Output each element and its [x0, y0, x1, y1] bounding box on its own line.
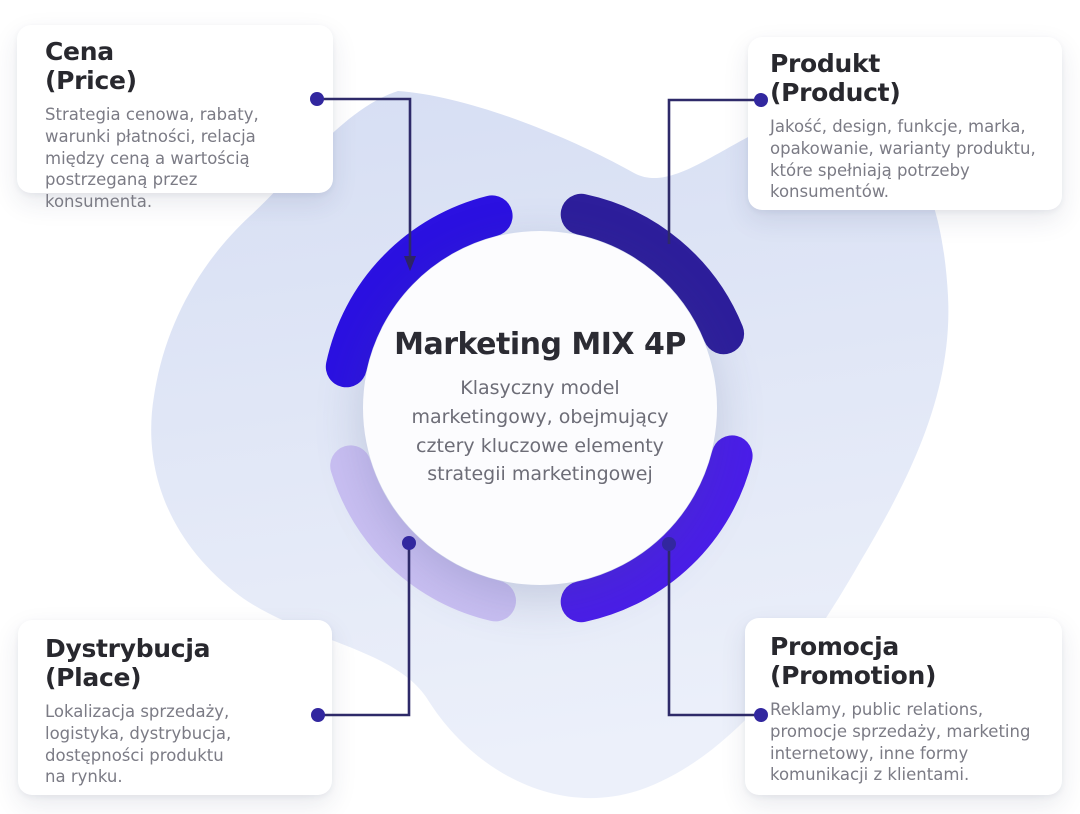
card-place-description: Lokalizacja sprzedaży, logistyka, dystry…: [45, 702, 232, 787]
card-price-description: Strategia cenowa, rabaty, warunki płatno…: [45, 105, 259, 212]
card-promotion: Promocja (Promotion) Reklamy, public rel…: [745, 618, 1062, 795]
center-circle: Marketing MIX 4P Klasyczny model marketi…: [363, 231, 717, 585]
connector-dot: [662, 537, 676, 551]
card-price: Cena (Price) Strategia cenowa, rabaty, w…: [17, 25, 333, 211]
diagram-subtitle: Klasyczny model marketingowy, obejmujący…: [411, 376, 669, 486]
card-promotion-description: Reklamy, public relations, promocje sprz…: [770, 700, 1031, 785]
diagram-title: Marketing MIX 4P: [394, 326, 686, 362]
arrow-down-icon: [404, 256, 416, 271]
card-place: Dystrybucja (Place) Lokalizacja sprzedaż…: [18, 620, 332, 795]
card-place-title: Dystrybucja (Place): [45, 634, 211, 692]
card-product-description: Jakość, design, funkcje, marka, opakowan…: [770, 117, 1036, 202]
card-product: Produkt (Product) Jakość, design, funkcj…: [748, 37, 1062, 210]
card-product-title: Produkt (Product): [770, 49, 901, 107]
connector-dot: [402, 536, 416, 550]
card-price-title: Cena (Price): [45, 37, 137, 95]
card-promotion-title: Promocja (Promotion): [770, 632, 937, 690]
